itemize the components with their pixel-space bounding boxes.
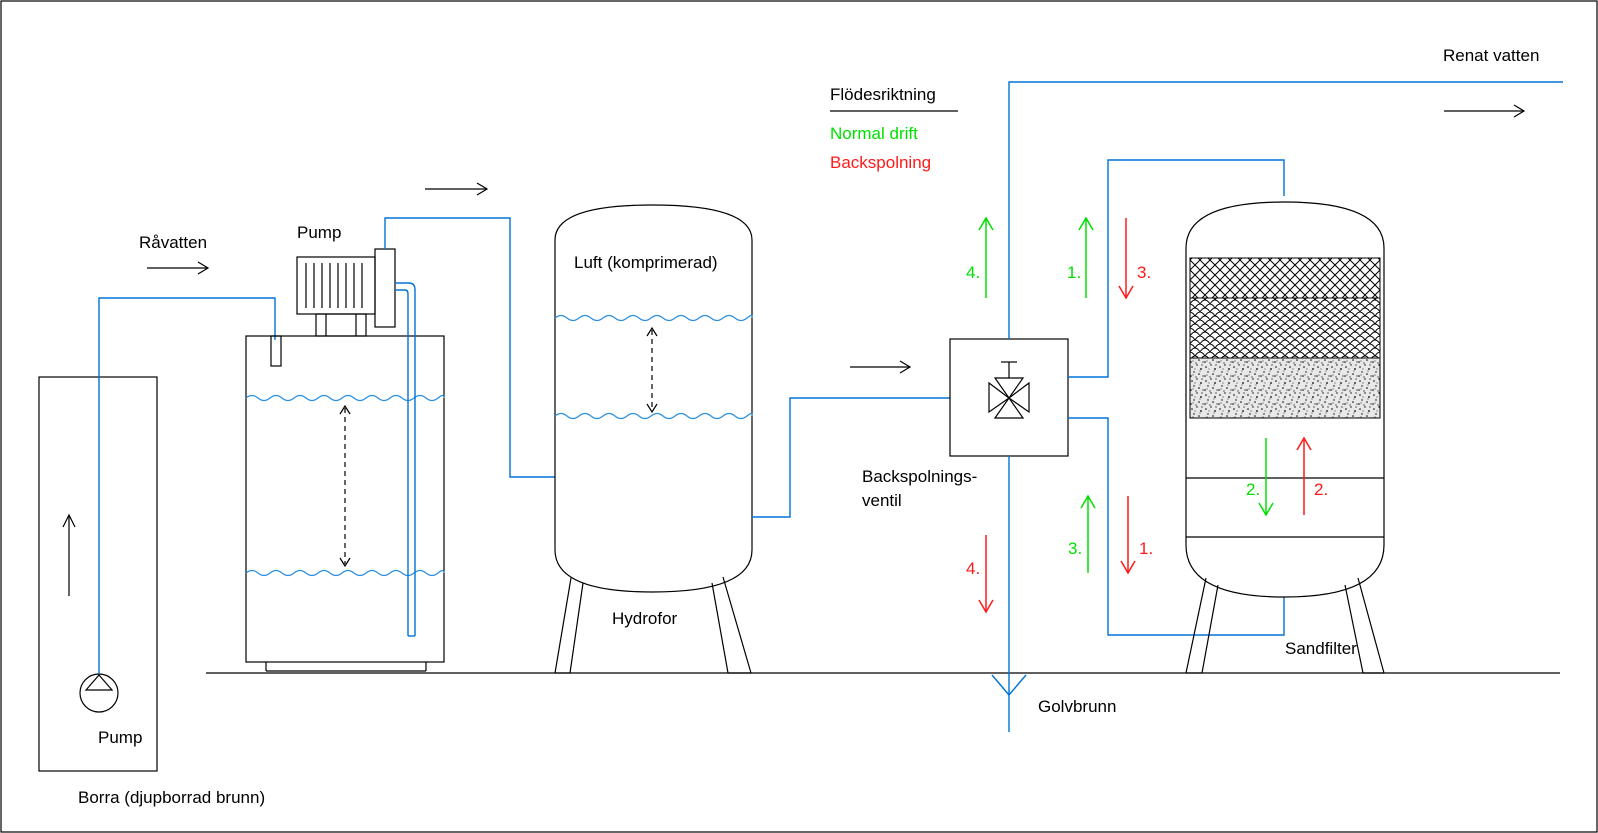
well: [38, 297, 276, 772]
valve-symbol-icon: [988, 361, 1030, 419]
flow-arrow-icon: [425, 182, 489, 196]
label-golvbrunn: Golvbrunn: [1038, 697, 1116, 716]
backwash-valve: [949, 338, 1069, 457]
pump-symbol-icon: [79, 673, 119, 713]
step-backwash-1: 1.: [1139, 539, 1153, 558]
flow-arrow-icon: [978, 216, 1312, 614]
legend-normal: Normal drift: [830, 124, 918, 143]
label-hydrofor: Hydrofor: [612, 609, 678, 628]
filter-bottom-pipe: [1068, 417, 1285, 636]
step-backwash-2: 2.: [1314, 480, 1328, 499]
flow-arrow-icon: [850, 360, 912, 374]
flow-arrow-icon: [147, 261, 210, 275]
hydrofor-tank: [554, 204, 950, 674]
label-sandfilter: Sandfilter: [1285, 639, 1357, 658]
label-pump-bottom: Pump: [98, 728, 142, 747]
raw-water-pipe: [98, 297, 276, 674]
flow-arrow-icon: [1444, 104, 1526, 118]
label-borra: Borra (djupborrad brunn): [78, 788, 265, 807]
step-normal-3: 3.: [1068, 539, 1082, 558]
step-backwash-3: 3.: [1137, 263, 1151, 282]
filter-top-pipe: [1068, 159, 1285, 378]
step-normal-2: 2.: [1246, 480, 1260, 499]
label-valve-2: ventil: [862, 491, 902, 510]
legend-backwash: Backspolning: [830, 153, 931, 172]
pressure-pipe: [384, 217, 555, 478]
step-normal-1: 1.: [1067, 263, 1081, 282]
clean-water-pipe: [1008, 81, 1563, 339]
label-valve-1: Backspolnings-: [862, 467, 977, 486]
pump-tank: [245, 217, 555, 672]
label-ravatten: Råvatten: [139, 233, 207, 252]
sandfilter-tank: [1185, 201, 1385, 674]
label-pump-top: Pump: [297, 223, 341, 242]
label-renat-vatten: Renat vatten: [1443, 46, 1539, 65]
step-backwash-4: 4.: [966, 559, 980, 578]
hydrofor-outlet-pipe: [752, 397, 950, 518]
label-luft: Luft (komprimerad): [574, 253, 718, 272]
step-normal-4: 4.: [966, 263, 980, 282]
legend-title: Flödesriktning: [830, 85, 936, 104]
floor-drain: [991, 674, 1027, 697]
